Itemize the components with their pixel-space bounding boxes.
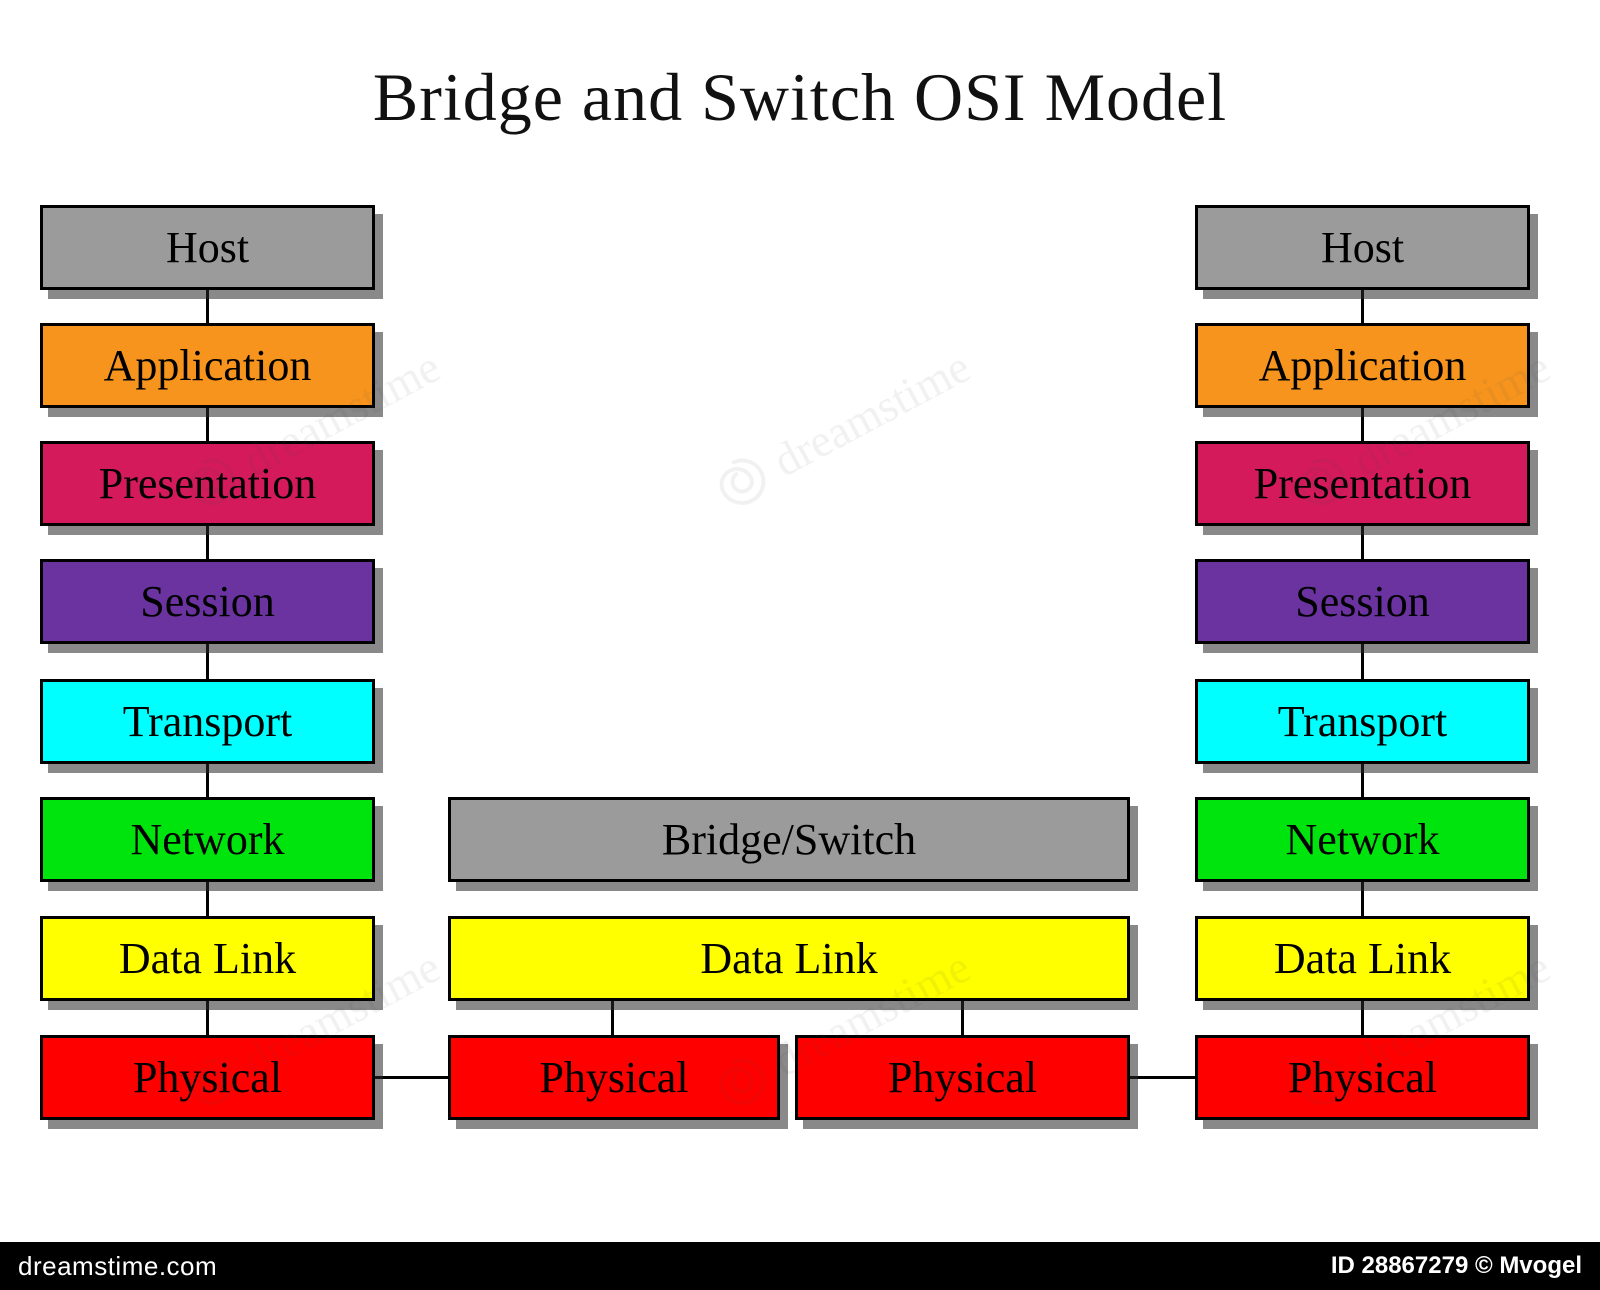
layer-box-session-left: Session <box>40 559 375 644</box>
layer-label: Transport <box>122 696 293 746</box>
layer-label: Network <box>130 814 285 864</box>
dreamstime-logo-text: dreamstime.com <box>18 1250 218 1281</box>
layer-label: Data Link <box>1273 933 1452 983</box>
layer-label: Physical <box>887 1052 1038 1102</box>
layer-box-application-left: Application <box>40 323 375 408</box>
layer-box-host-left: Host <box>40 205 375 290</box>
connector-line-bridge-to-host-right <box>1126 1076 1198 1079</box>
diagram-title: Bridge and Switch OSI Model <box>372 59 1228 135</box>
dreamstime-watermark: dreamstime <box>703 337 980 521</box>
layer-box-physical-left: Physical <box>40 1035 375 1120</box>
layer-label: Application <box>103 340 312 390</box>
layer-label: Transport <box>1277 696 1448 746</box>
layer-label: Host <box>165 222 250 272</box>
connector-line-bridge-left <box>611 995 614 1040</box>
layer-label: Data Link <box>700 933 878 983</box>
connector-line-right-stack <box>1361 240 1364 1080</box>
layer-label: Application <box>1258 340 1467 390</box>
layer-box-presentation-right: Presentation <box>1195 441 1530 526</box>
layer-label: Network <box>1285 814 1440 864</box>
connector-line-left-stack <box>206 240 209 1080</box>
bridge-datalink-box: Data Link <box>448 916 1130 1001</box>
layer-box-network-left: Network <box>40 797 375 882</box>
connector-line-bridge-right <box>961 995 964 1040</box>
credit-bar: dreamstime.com ID 28867279 © Mvogel <box>0 1242 1600 1290</box>
connector-line-host-to-bridge-left <box>370 1076 452 1079</box>
layer-label: Data Link <box>118 933 297 983</box>
layer-box-datalink-left: Data Link <box>40 916 375 1001</box>
layer-label: Physical <box>539 1052 689 1102</box>
bridge-physical-left-box: Physical <box>448 1035 780 1120</box>
bridge-physical-right-box: Physical <box>795 1035 1130 1120</box>
layer-label: Session <box>140 576 275 626</box>
watermark-text: dreamstime <box>764 340 979 486</box>
dreamstime-swirl-icon <box>719 458 766 505</box>
layer-box-datalink-right: Data Link <box>1195 916 1530 1001</box>
layer-box-presentation-left: Presentation <box>40 441 375 526</box>
layer-label: Physical <box>1287 1052 1438 1102</box>
bridge-switch-box: Bridge/Switch <box>448 797 1130 882</box>
layer-box-session-right: Session <box>1195 559 1530 644</box>
layer-box-application-right: Application <box>1195 323 1530 408</box>
layer-box-transport-right: Transport <box>1195 679 1530 764</box>
layer-label: Presentation <box>1253 458 1472 508</box>
layer-label: Physical <box>132 1052 283 1102</box>
layer-label: Bridge/Switch <box>661 814 917 864</box>
layer-box-host-right: Host <box>1195 205 1530 290</box>
image-credit-text: ID 28867279 © Mvogel <box>1330 1252 1582 1279</box>
layer-box-physical-right: Physical <box>1195 1035 1530 1120</box>
layer-label: Session <box>1295 576 1430 626</box>
layer-label: Presentation <box>98 458 317 508</box>
layer-label: Host <box>1320 222 1405 272</box>
layer-box-network-right: Network <box>1195 797 1530 882</box>
layer-box-transport-left: Transport <box>40 679 375 764</box>
